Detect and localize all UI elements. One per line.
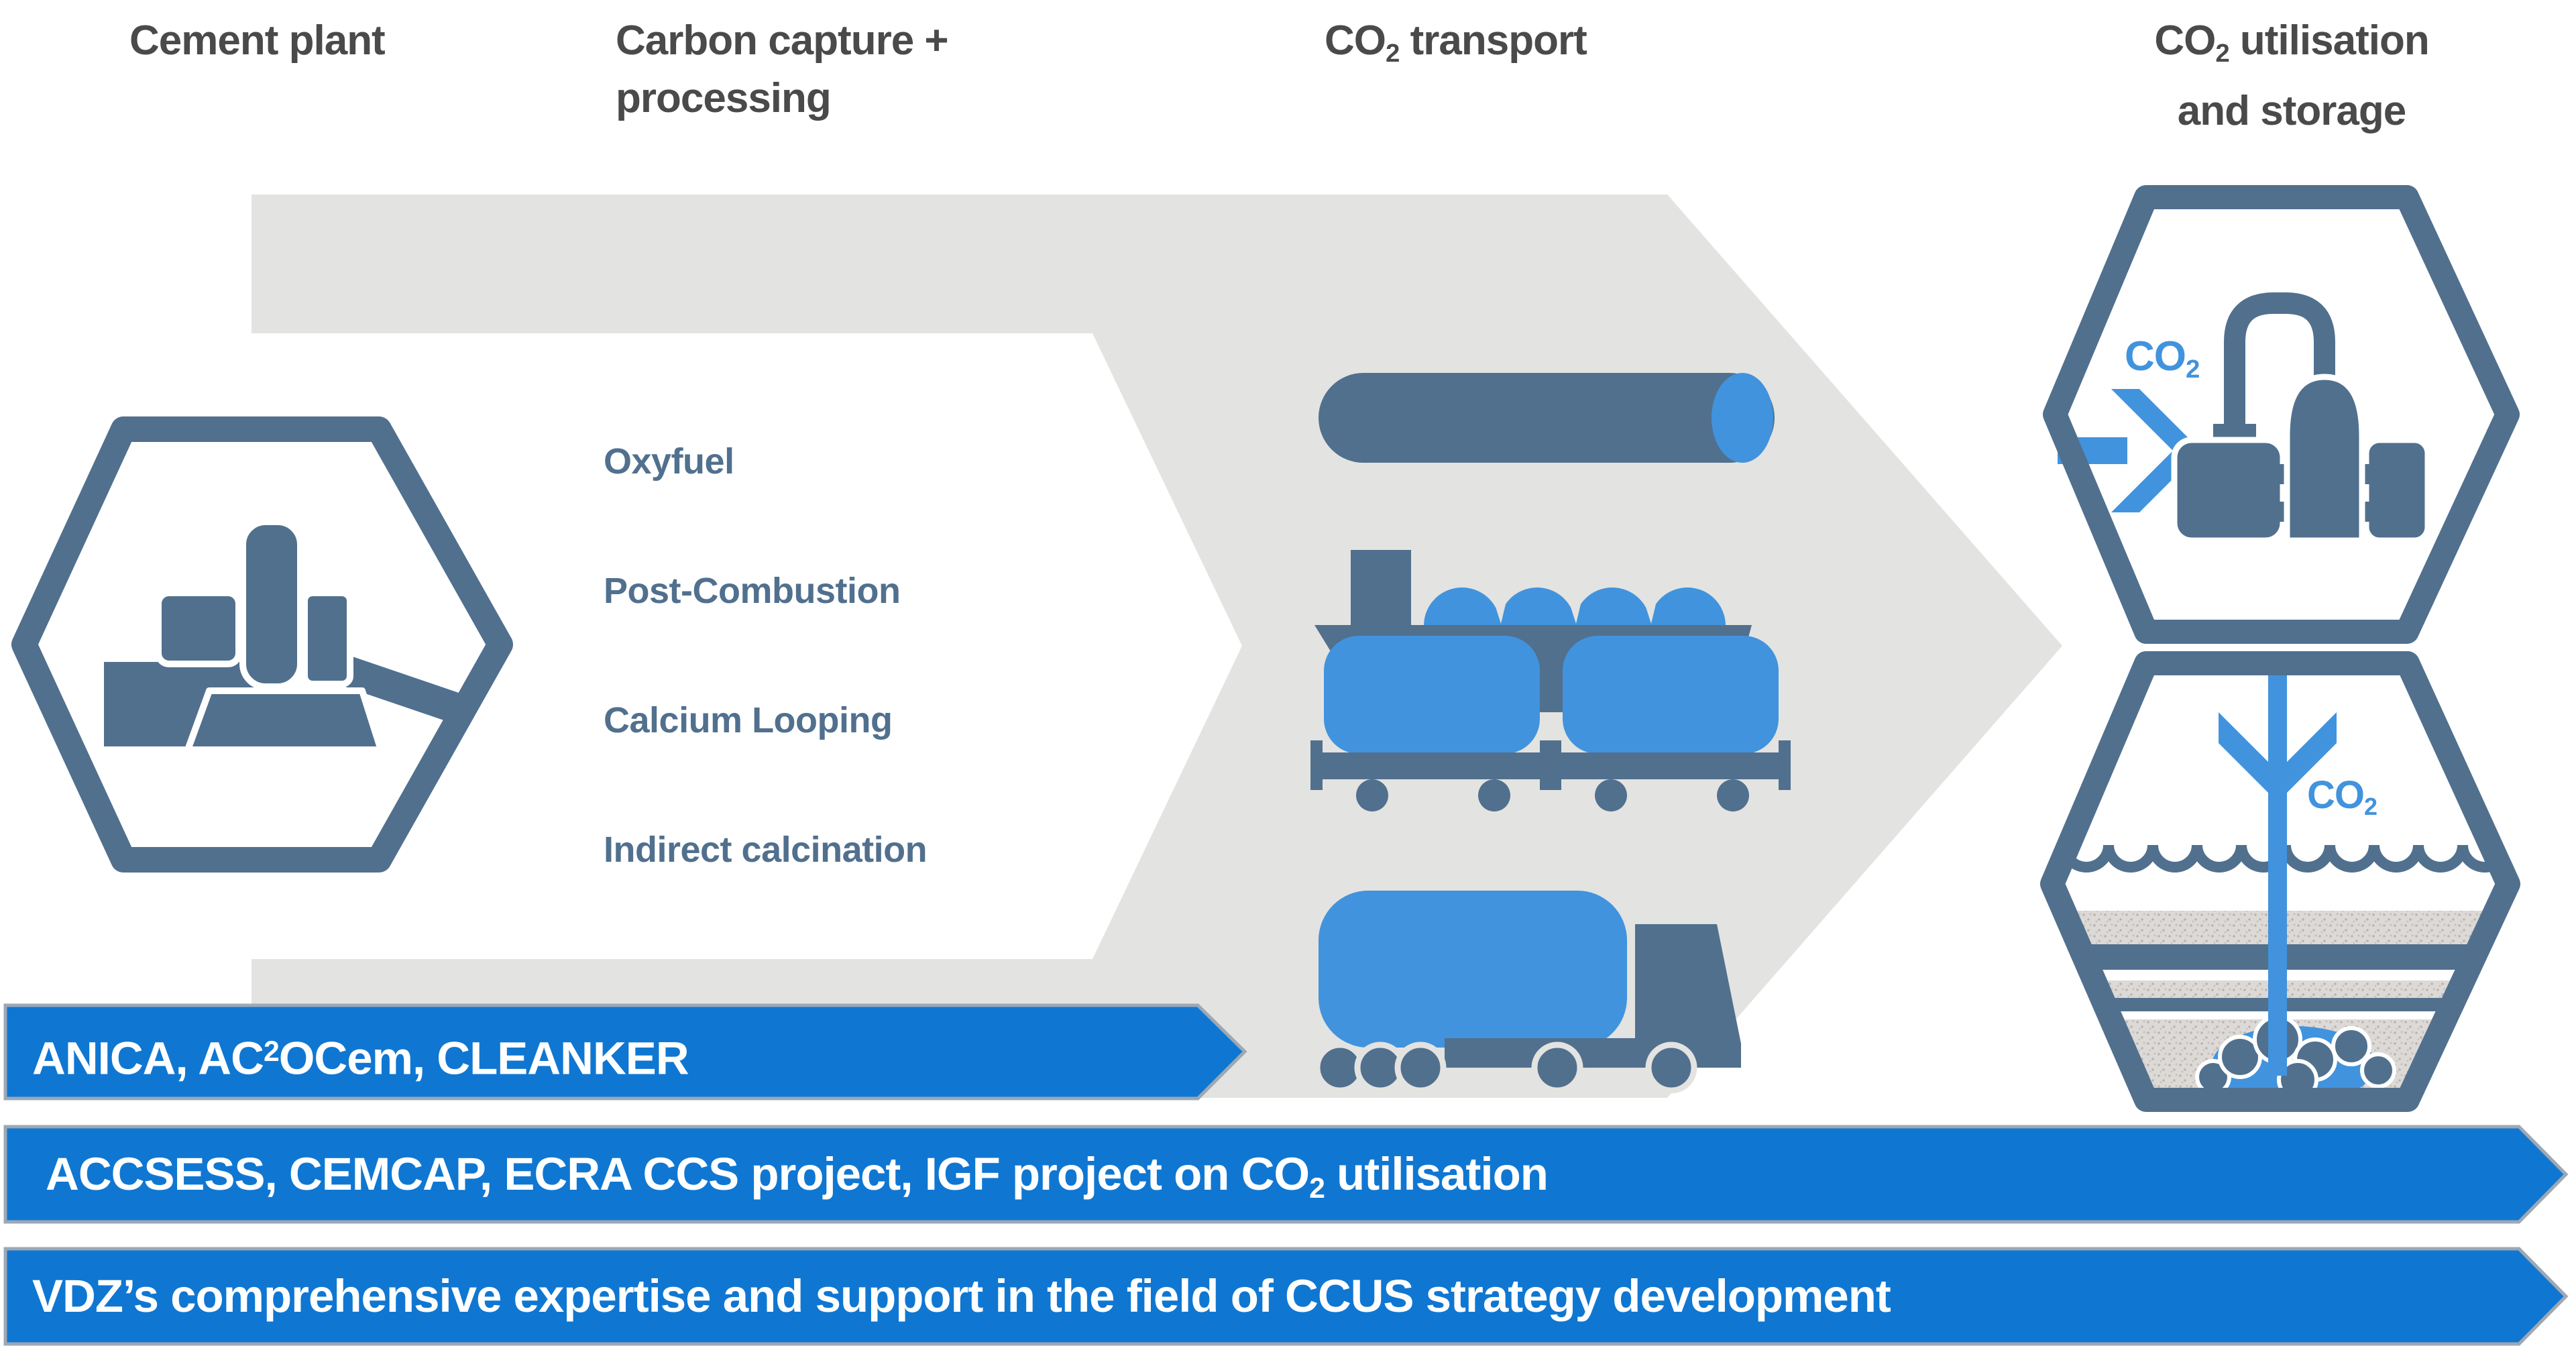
storage-stones-icon (2195, 1015, 2396, 1089)
banner-projects-capture: ANICA, AC2OCem, CLEANKER (32, 1032, 689, 1084)
header-carbon-capture-line2: processing (616, 75, 832, 121)
capture-method-calcium-looping: Calcium Looping (604, 700, 893, 740)
cement-plant-icon (97, 518, 471, 753)
header-carbon-capture: Carbon capture + processing (616, 12, 949, 127)
utilisation-plant-icon (2171, 292, 2431, 544)
pipeline-icon (1319, 373, 1775, 463)
co2-label-utilisation: CO2 (2125, 333, 2200, 384)
banner-arrow-2 (3, 1125, 2569, 1224)
header-cement-plant: Cement plant (129, 17, 386, 64)
banner-projects-utilisation: ACCSESS, CEMCAP, ECRA CCS project, IGF p… (46, 1148, 1549, 1204)
capture-method-indirect-calcination: Indirect calcination (604, 830, 928, 870)
co2-injection-arrow-icon (2219, 675, 2337, 1076)
co2-label-storage: CO2 (2307, 773, 2377, 821)
hexagon-cement-plant (11, 416, 513, 873)
capture-method-oxyfuel: Oxyfuel (604, 441, 734, 482)
header-co2-transport: CO2 transport (1325, 17, 1587, 68)
tank-truck-icon (1314, 891, 1741, 1094)
rail-tank-wagons-icon (1310, 636, 1791, 811)
header-carbon-capture-line1: Carbon capture + (616, 17, 949, 64)
hexagon-co2-utilisation (2043, 185, 2520, 644)
banner-arrow-3 (3, 1247, 2569, 1346)
hexagon-co2-storage (2040, 651, 2520, 1112)
header-co2-utilisation-storage: CO2 utilisation and storage (2154, 17, 2429, 134)
banner-arrow-1 (3, 1003, 1247, 1101)
capture-method-post-combustion: Post-Combustion (604, 571, 901, 611)
banner-vdz-expertise: VDZ’s comprehensive expertise and suppor… (32, 1270, 1891, 1322)
